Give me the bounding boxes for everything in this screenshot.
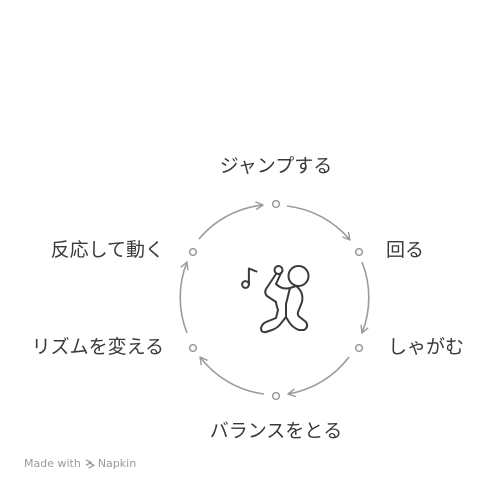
step-label-change-rhythm: リズムを変える — [31, 336, 164, 358]
arrow-bottom-to-lower-left — [199, 356, 265, 395]
arrow-top-to-upper-right — [286, 205, 351, 241]
node-upper-left — [188, 247, 198, 257]
arrow-lower-right-to-bottom — [287, 356, 350, 398]
made-with-napkin-footer: Made with Napkin — [24, 457, 136, 470]
arrow-upper-left-to-top — [198, 201, 264, 240]
node-upper-right — [354, 247, 364, 257]
step-label-spin: 回る — [386, 239, 425, 261]
node-bottom — [271, 391, 281, 401]
step-label-jump: ジャンプする — [219, 155, 333, 177]
arrow-upper-right-to-lower-right — [360, 261, 370, 334]
node-top — [271, 199, 281, 209]
step-label-crouch: しゃがむ — [388, 336, 465, 358]
node-lower-left — [188, 343, 198, 353]
arrow-lower-left-to-upper-left — [179, 261, 189, 334]
napkin-logo-icon — [85, 459, 95, 469]
step-label-balance: バランスをとる — [209, 420, 343, 442]
napkin-brand-text: Napkin — [97, 457, 137, 470]
step-label-react-and-move: 反応して動く — [50, 239, 164, 261]
dancing-person-with-music-note-icon — [241, 265, 310, 334]
node-lower-right — [354, 343, 364, 353]
made-with-text: Made with — [24, 457, 81, 470]
